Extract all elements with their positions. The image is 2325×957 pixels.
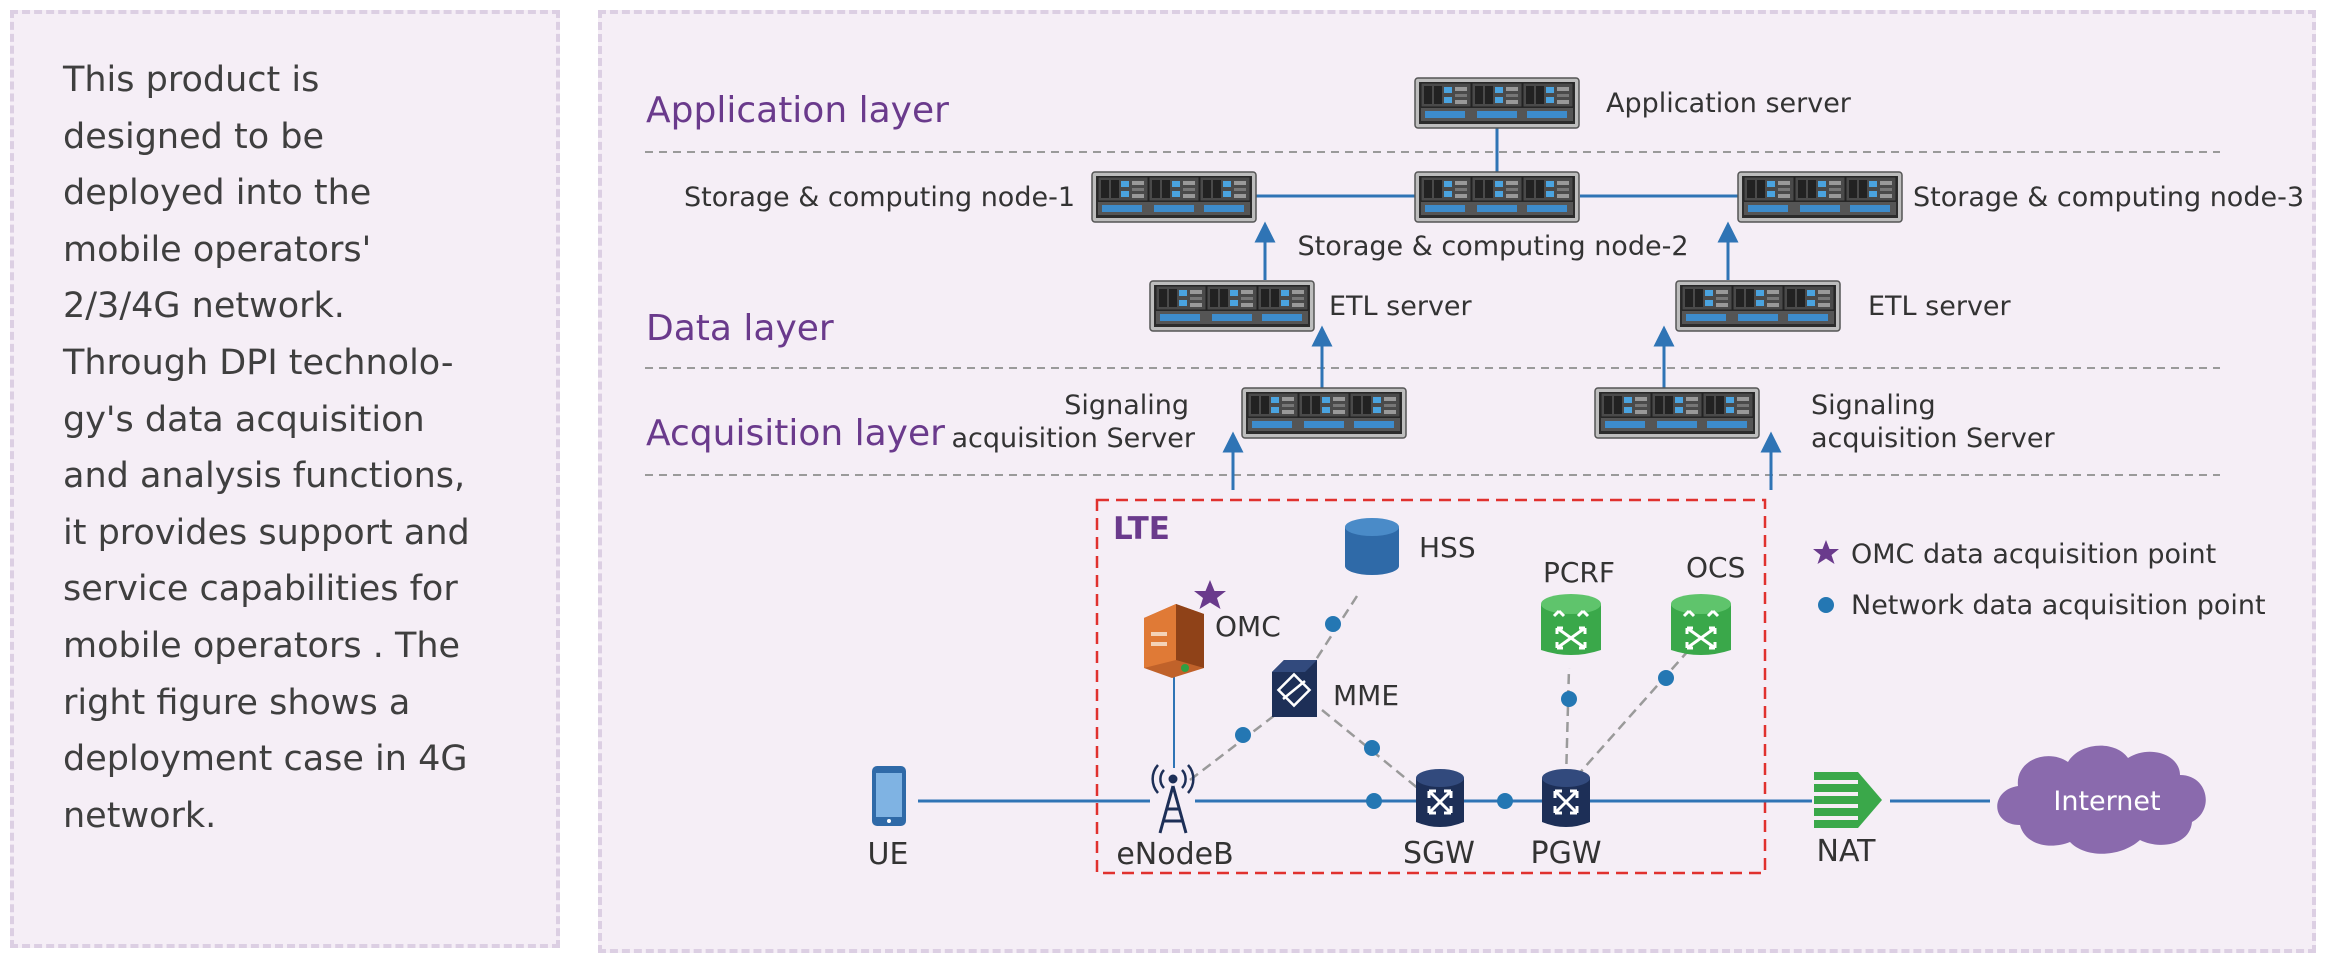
storage-node-1-icon: [1092, 172, 1256, 222]
omc-label: OMC: [1215, 610, 1281, 643]
acquisition-layer-title: Acquisition layer: [646, 413, 945, 454]
signaling-server-right-label-line2: acquisition Server: [1811, 423, 2055, 454]
storage-node-1-label: Storage & computing node-1: [684, 182, 1075, 213]
legend-network-label: Network data acquisition point: [1851, 590, 2266, 621]
intro-line: deployment case in 4G: [63, 739, 468, 780]
signaling-server-left-label-line2: acquisition Server: [951, 423, 1195, 454]
etl-server-left-icon: [1150, 281, 1314, 331]
etl-server-right-icon: [1676, 281, 1840, 331]
hss-label: HSS: [1419, 531, 1476, 564]
mme-label: MME: [1333, 679, 1399, 712]
intro-line: it provides support and: [63, 512, 470, 553]
intro-line: This product is: [63, 60, 320, 100]
application-server-icon: [1415, 78, 1579, 128]
network-acquisition-dot: [1325, 616, 1341, 632]
internet-label: Internet: [2053, 786, 2160, 817]
network-acquisition-dot: [1366, 793, 1382, 809]
omc-server-icon: [1144, 604, 1204, 678]
internet-cloud-icon: [1997, 745, 2206, 854]
intro-line: right figure shows a: [63, 682, 411, 723]
legend-dot-icon: [1818, 597, 1834, 613]
nat-label: NAT: [1817, 834, 1877, 869]
intro-line: network.: [63, 795, 217, 836]
intro-line: service capabilities for: [63, 569, 458, 610]
network-acquisition-dot: [1235, 727, 1251, 743]
intro-line: 2/3/4G network.: [63, 286, 345, 327]
enodeb-antenna-icon: [1151, 764, 1195, 834]
ue-label: UE: [868, 837, 909, 872]
intro-line: mobile operators . The: [63, 625, 461, 666]
data-layer-title: Data layer: [646, 308, 834, 349]
ocs-icon: [1669, 592, 1733, 657]
etl-server-right-label: ETL server: [1868, 291, 2012, 322]
pcrf-label: PCRF: [1543, 556, 1615, 589]
network-acquisition-dot: [1364, 740, 1380, 756]
omc-acquisition-star-icon: [1194, 580, 1226, 609]
ue-phone-icon: [872, 766, 906, 826]
signalling-links: [1189, 595, 1689, 791]
intro-line: and analysis functions,: [63, 456, 466, 497]
pgw-label: PGW: [1530, 836, 1601, 871]
storage-node-2-label: Storage & computing node-2: [1298, 231, 1689, 262]
pcrf-icon: [1539, 592, 1603, 657]
network-acquisition-dot: [1497, 793, 1513, 809]
legend-star-icon: [1813, 540, 1839, 564]
intro-line: designed to be: [63, 116, 324, 157]
hss-database-icon: [1345, 518, 1399, 575]
network-acquisition-dot: [1658, 670, 1674, 686]
nat-icon: [1814, 772, 1882, 828]
pgw-router-icon: [1540, 767, 1592, 829]
signaling-server-left-label-line1: Signaling: [1064, 390, 1189, 421]
storage-node-3-icon: [1738, 172, 1902, 222]
storage-node-2-icon: [1415, 172, 1579, 222]
application-server-label: Application server: [1606, 88, 1852, 119]
signaling-server-right-icon: [1595, 388, 1759, 438]
sgw-router-icon: [1414, 767, 1466, 829]
application-layer-title: Application layer: [646, 90, 949, 131]
intro-panel: [10, 10, 560, 948]
network-acquisition-dot: [1561, 691, 1577, 707]
lte-boundary: [1095, 498, 1767, 875]
intro-line: mobile operators': [63, 229, 372, 270]
intro-line: deployed into the: [63, 173, 372, 214]
etl-server-left-label: ETL server: [1329, 291, 1473, 322]
lte-label: LTE: [1113, 511, 1170, 547]
intro-line: Through DPI technolo-: [63, 342, 454, 383]
legend-omc-label: OMC data acquisition point: [1851, 539, 2216, 570]
signaling-server-left-icon: [1242, 388, 1406, 438]
sgw-label: SGW: [1403, 836, 1475, 871]
enodeb-label: eNodeB: [1116, 837, 1233, 872]
ocs-label: OCS: [1686, 551, 1745, 584]
mme-icon: [1272, 660, 1317, 717]
intro-line: gy's data acquisition: [63, 399, 425, 440]
storage-node-3-label: Storage & computing node-3: [1913, 182, 2304, 213]
signaling-server-right-label-line1: Signaling: [1811, 390, 1936, 421]
intro-text: This product is designed to be deployed …: [63, 52, 503, 844]
